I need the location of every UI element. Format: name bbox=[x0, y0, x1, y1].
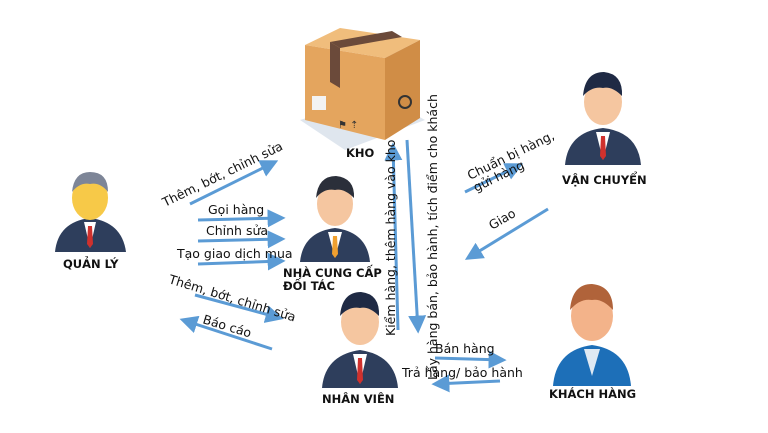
box-icon: ⚑ ⇡ bbox=[300, 28, 425, 150]
arrow-bao-cao bbox=[179, 315, 273, 351]
label-quanly-kho: Thêm, bớt, chỉnh sửa bbox=[159, 138, 285, 210]
arrow-quanly-kho bbox=[189, 160, 279, 206]
node-van-chuyen: VẬN CHUYỂN bbox=[562, 170, 647, 187]
node-nhan-vien: NHÂN VIÊN bbox=[322, 391, 394, 406]
supplier-icon bbox=[300, 176, 370, 262]
label-kiem-hang: Kiểm hàng, thêm hàng vào kho bbox=[383, 140, 398, 336]
label-goi-hang: Gọi hàng bbox=[208, 202, 264, 217]
arrow-kiem-hang bbox=[384, 142, 403, 331]
label-bao-cao: Báo cáo bbox=[201, 312, 253, 341]
svg-text:⚑ ⇡: ⚑ ⇡ bbox=[338, 120, 359, 131]
customer-icon bbox=[553, 284, 631, 386]
shipper-icon bbox=[565, 72, 641, 165]
arrow-quanly-nhanvien bbox=[194, 293, 284, 323]
arrow-goi-hang bbox=[197, 209, 286, 228]
label-ban-hang: Bán hàng bbox=[435, 341, 495, 356]
node-quan-ly: QUẢN LÝ bbox=[63, 255, 119, 271]
employee-icon bbox=[322, 292, 398, 388]
label-chinh-sua: Chỉnh sửa bbox=[206, 223, 268, 238]
arrows bbox=[179, 139, 549, 393]
arrow-chuan-bi bbox=[464, 163, 524, 194]
node-kho: KHO bbox=[346, 146, 375, 160]
node-nha-cung-cap-1: NHÀ CUNG CẤP bbox=[283, 263, 382, 280]
arrow-tao-giao-dich bbox=[197, 252, 286, 271]
label-tao-giao-dich: Tạo giao dịch mua bbox=[176, 246, 293, 261]
label-quanly-nhanvien: Thêm, bớt, chỉnh sửa bbox=[166, 271, 298, 324]
arrow-giao bbox=[464, 207, 549, 260]
label-lay-hang: Lấy hàng bán, bảo hành, tích điểm cho kh… bbox=[425, 94, 440, 380]
arrow-tra-hang bbox=[431, 374, 501, 393]
arrow-ban-hang bbox=[434, 350, 507, 369]
label-tra-hang: Trả hàng/ bảo hành bbox=[401, 365, 523, 380]
node-khach-hang: KHÁCH HÀNG bbox=[549, 386, 636, 401]
arrow-chinh-sua bbox=[197, 230, 286, 249]
node-nha-cung-cap-2: ĐỐI TÁC bbox=[283, 276, 335, 293]
arrow-lay-hang bbox=[405, 139, 427, 334]
manager-icon bbox=[55, 172, 126, 252]
